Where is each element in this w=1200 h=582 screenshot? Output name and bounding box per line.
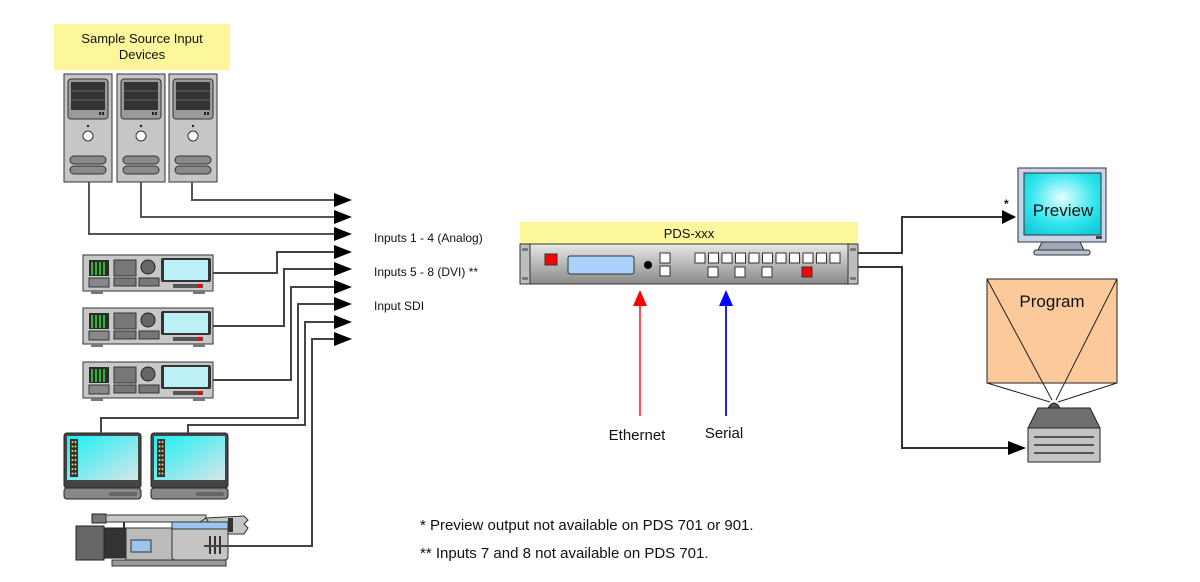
input-cable [187, 321, 340, 433]
laptop-icon [150, 432, 229, 500]
source-label-line2: Devices [119, 47, 166, 62]
lcd-display [567, 255, 635, 275]
processor-button [761, 266, 773, 278]
preview-monitor: * Preview [1004, 167, 1107, 256]
input-arrow-head [334, 245, 352, 259]
processor-button [659, 252, 671, 264]
computer-towers [63, 73, 218, 183]
preview-footnote-marker: * [1004, 197, 1009, 211]
preview-label: Preview [1033, 201, 1094, 220]
source-devices-label: Sample Source Input Devices [54, 24, 230, 70]
laptops [63, 432, 229, 500]
input-label-analog: Inputs 1 - 4 (Analog) [374, 231, 483, 245]
power-button [544, 253, 558, 266]
footnote-preview: * Preview output not available on PDS 70… [420, 517, 754, 534]
processor-button [694, 252, 706, 264]
processor-button [789, 252, 800, 264]
input-cable [213, 286, 340, 381]
input-arrow-head [334, 315, 352, 329]
input-cables [88, 182, 352, 547]
ethernet-connection: Ethernet [609, 290, 667, 444]
input-cable [100, 303, 340, 433]
processor-button [816, 252, 827, 264]
source-label-line1: Sample Source Input [81, 31, 203, 46]
input-cable [140, 182, 340, 218]
projector-icon [1027, 407, 1101, 429]
ethernet-label: Ethernet [609, 427, 667, 444]
processor-button [734, 266, 746, 278]
computer-tower-icon [63, 73, 113, 183]
processor-button-active [801, 266, 813, 278]
footnote-inputs: ** Inputs 7 and 8 not available on PDS 7… [420, 545, 709, 562]
processor-buttons [659, 252, 841, 278]
input-label-dvi: Inputs 5 - 8 (DVI) ** [374, 265, 478, 279]
video-recorder-icon [82, 307, 214, 347]
camera-icon [75, 513, 249, 567]
input-cable [204, 338, 340, 547]
input-label-sdi: Input SDI [374, 299, 424, 313]
video-recorder-icon [82, 254, 214, 294]
input-cable [191, 182, 340, 201]
program-projector: Program [986, 278, 1118, 463]
input-arrow-head [334, 280, 352, 294]
program-arrow-head [1008, 441, 1026, 455]
processor-button [748, 252, 760, 264]
pds-processor: PDS-xxx [519, 222, 859, 285]
input-arrow-head [334, 332, 352, 346]
video-recorder-icon [82, 361, 214, 401]
input-arrow-head [334, 193, 352, 207]
output-cables [858, 216, 1012, 449]
computer-tower-icon [116, 73, 166, 183]
input-arrow-head [334, 297, 352, 311]
input-cable [88, 182, 340, 235]
input-arrow-head [334, 262, 352, 276]
program-label: Program [1019, 292, 1084, 311]
processor-button [735, 252, 746, 264]
serial-label: Serial [705, 425, 743, 442]
preview-arrow-head [1002, 210, 1016, 224]
computer-tower-icon [168, 73, 218, 183]
input-arrow-head [334, 227, 352, 241]
input-cable [213, 251, 340, 274]
serial-connection: Serial [705, 290, 743, 442]
video-recorders [82, 254, 214, 401]
processor-button [829, 252, 841, 264]
laptop-icon [63, 432, 142, 500]
processor-name: PDS-xxx [664, 226, 715, 241]
input-arrow-head [334, 210, 352, 224]
processor-label-box [520, 222, 858, 244]
processor-button [659, 265, 671, 277]
processor-button [707, 266, 719, 278]
processor-button [775, 252, 787, 264]
processor-button [802, 252, 814, 264]
processor-button [762, 252, 773, 264]
processor-button [721, 252, 733, 264]
input-cable [213, 268, 340, 327]
processor-button [708, 252, 719, 264]
